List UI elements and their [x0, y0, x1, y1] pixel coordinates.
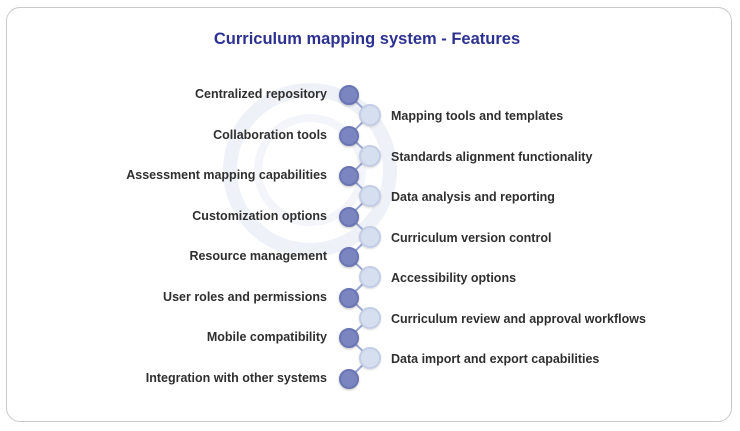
diagram-title: Curriculum mapping system - Features [213, 30, 521, 48]
feature-node-light [359, 104, 381, 126]
feature-label-right: Data import and export capabilities [391, 352, 600, 366]
feature-label-left: User roles and permissions [163, 289, 327, 304]
feature-label-left: Centralized repository [195, 87, 327, 101]
feature-node-dark [339, 368, 359, 389]
feature-label-left: Assessment mapping capabilities [126, 168, 327, 182]
feature-node-light [359, 347, 381, 369]
feature-label-right: Curriculum version control [391, 230, 552, 245]
feature-label-right: Data analysis and reporting [391, 190, 555, 204]
feature-label-left: Collaboration tools [213, 127, 327, 142]
feature-label-right: Standards alignment functionality [391, 149, 593, 164]
feature-node-light [359, 144, 381, 167]
feature-label-right: Accessibility options [391, 271, 517, 285]
feature-node-dark [339, 206, 359, 227]
feature-node-dark [339, 328, 359, 348]
feature-node-light [359, 266, 381, 288]
feature-label-left: Resource management [189, 249, 327, 263]
feature-node-dark [339, 287, 359, 308]
feature-label-left: Mobile compatibility [206, 330, 327, 344]
feature-label-left: Integration with other systems [145, 370, 327, 385]
feature-label-right: Curriculum review and approval workflows [391, 311, 646, 326]
feature-node-light [359, 306, 381, 329]
feature-node-dark [339, 125, 359, 146]
feature-label-right: Mapping tools and templates [391, 109, 564, 123]
feature-node-dark [339, 166, 359, 186]
feature-node-dark [339, 247, 359, 267]
feature-node-light [359, 185, 381, 207]
feature-node-dark [339, 85, 359, 105]
feature-node-light [359, 225, 381, 248]
feature-label-left: Customization options [192, 208, 327, 223]
